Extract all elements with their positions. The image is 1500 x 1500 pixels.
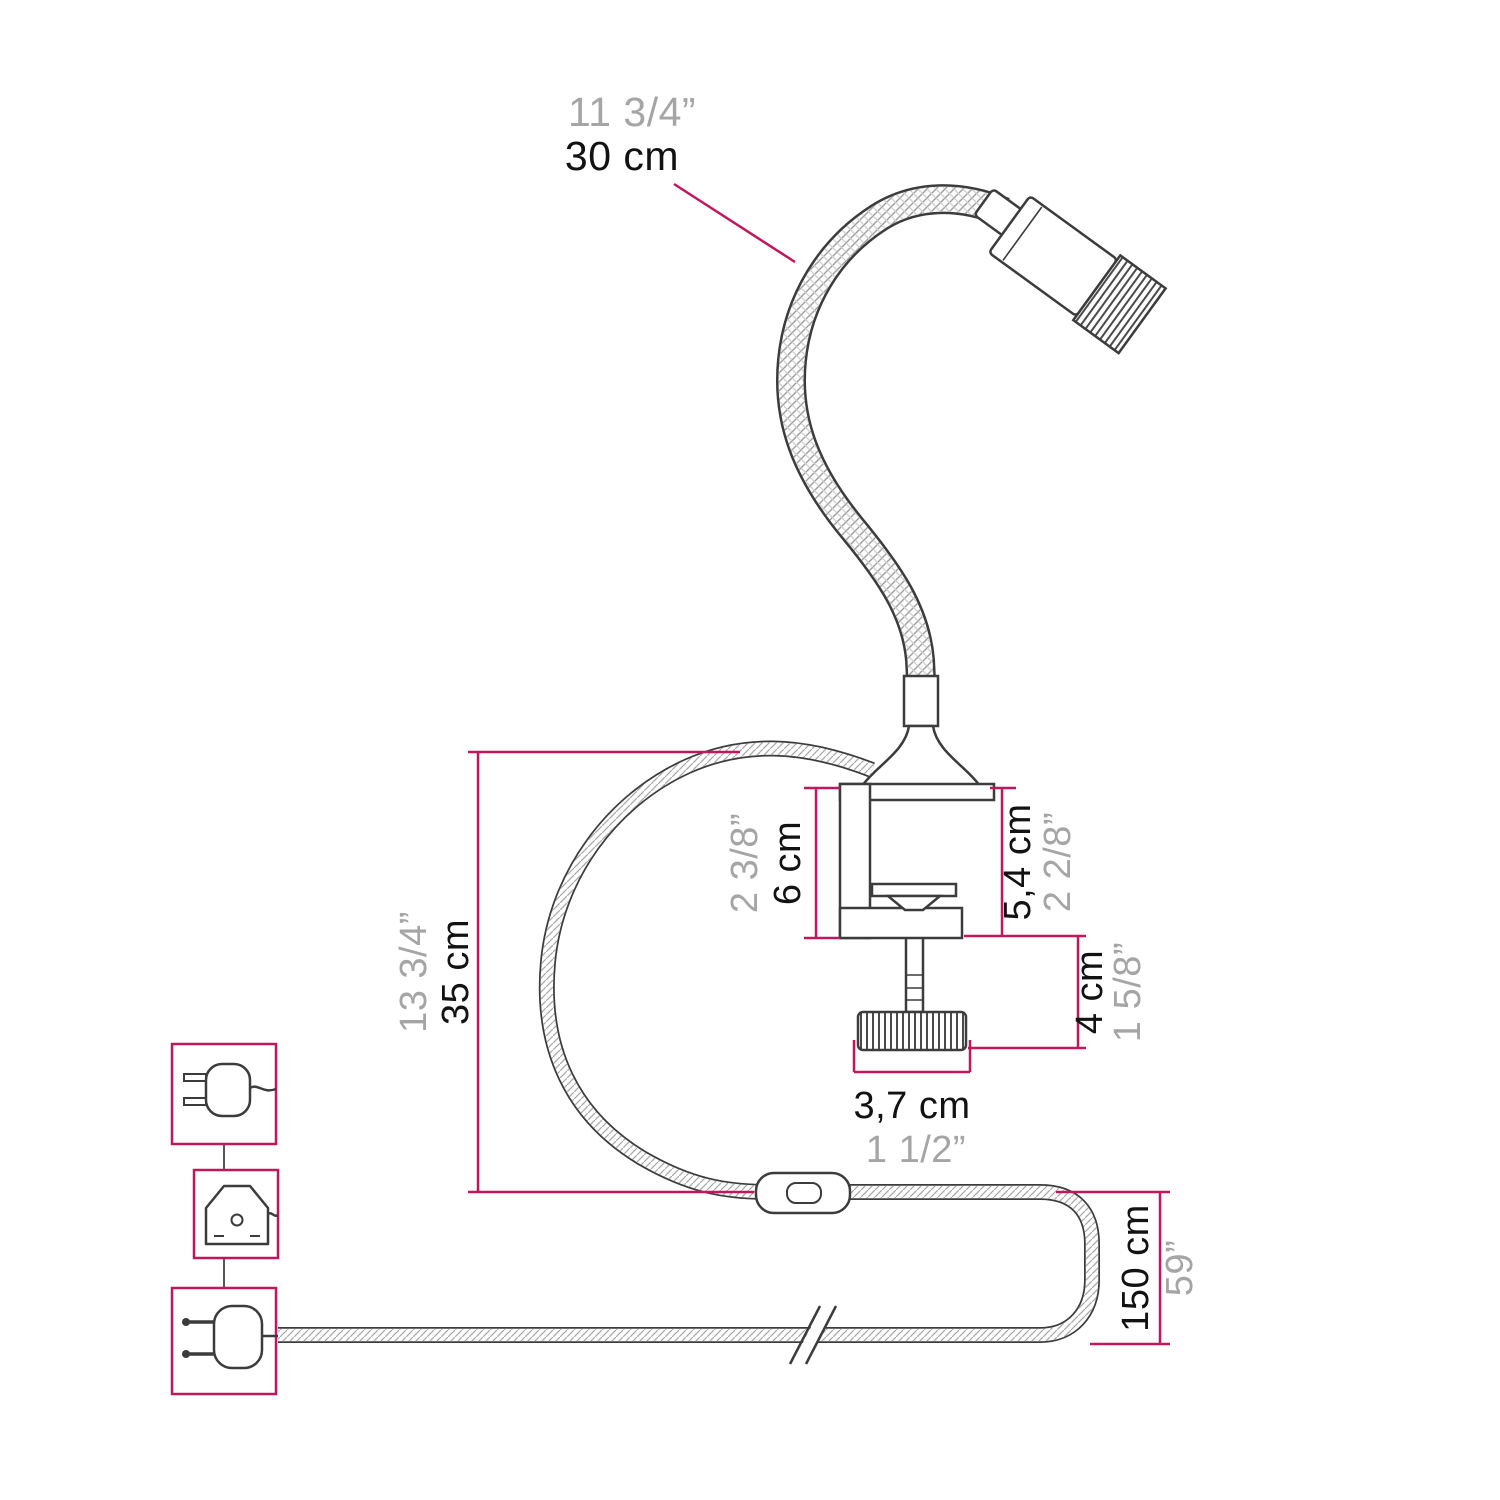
plug-option-box-uk: [192, 1168, 280, 1260]
us-plug-icon: [183, 1062, 277, 1118]
connector-cylinder: [902, 674, 940, 728]
label-clamp-height-inch: 2 2/8”: [1037, 812, 1079, 912]
clamp-pad: [870, 882, 958, 898]
spotlight-knurled-cap-icon: [1071, 253, 1168, 355]
switch-rocker: [786, 1182, 822, 1204]
cable-weave-texture: [278, 742, 1099, 1342]
spotlight-ring: [1002, 206, 1043, 261]
label-clamp-opening-cm: 6 cm: [767, 821, 809, 905]
gooseneck-braid-texture: [778, 186, 1009, 681]
spotlight-head: [974, 189, 1168, 355]
break-slash: [804, 1305, 838, 1365]
dimension-lines: [468, 182, 1170, 1346]
inline-switch: [754, 1171, 852, 1215]
label-screw-cm: 4 cm: [1069, 950, 1111, 1034]
dim-gooseneck-leader: [673, 182, 796, 264]
clamp-pad-cone: [884, 894, 944, 912]
label-clamp-opening-inch: 2 3/8”: [724, 813, 766, 913]
trumpet-base: [859, 724, 983, 788]
plug-option-box-eu: [170, 1286, 278, 1396]
break-gap: [792, 1306, 836, 1364]
label-clamp-height-cm: 5,4 cm: [997, 803, 1039, 920]
label-cable35-cm: 35 cm: [435, 919, 477, 1025]
gooseneck-arm: [776, 184, 1010, 681]
plug-option-box-us: [170, 1042, 278, 1146]
label-gooseneck-cm: 30 cm: [565, 133, 679, 179]
label-cable150-inch: 59”: [1159, 1240, 1201, 1296]
label-knob-cm: 3,7 cm: [853, 1085, 970, 1127]
label-cable150-cm: 150 cm: [1115, 1204, 1157, 1332]
plug-options: [170, 1042, 280, 1396]
power-cable: [278, 740, 1100, 1343]
uk-plug-icon: [204, 1184, 279, 1246]
label-gooseneck-inch: 11 3/4”: [568, 89, 696, 135]
label-cable35-inch: 13 3/4”: [393, 911, 435, 1033]
table-clamp: [838, 782, 996, 1052]
arm-to-clamp-connector: [859, 674, 983, 788]
clamp-bottom-arm: [838, 906, 964, 940]
cable-break-icon: [788, 1305, 838, 1365]
label-screw-inch: 1 5/8”: [1107, 942, 1149, 1042]
break-slash: [788, 1305, 822, 1365]
clamp-knob: [856, 1010, 968, 1052]
eu-plug-icon: [182, 1304, 278, 1370]
label-knob-inch: 1 1/2”: [866, 1129, 966, 1171]
